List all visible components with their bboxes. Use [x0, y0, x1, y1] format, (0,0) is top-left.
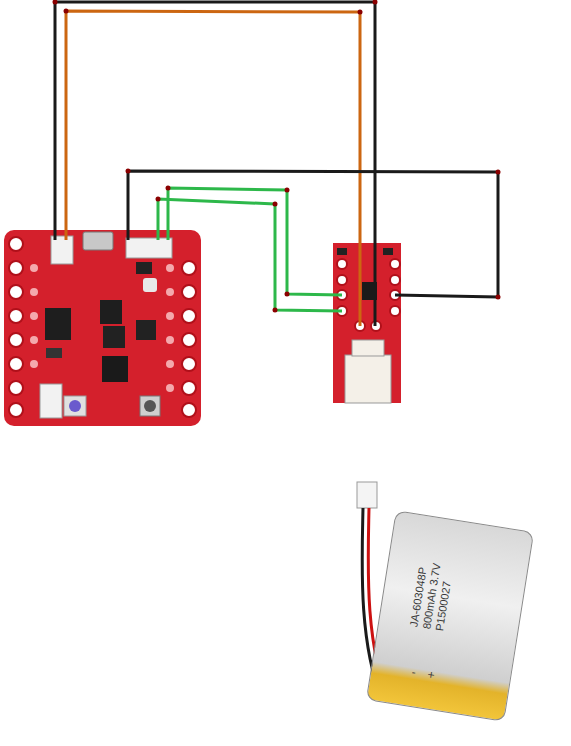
- battery-connector: [51, 236, 73, 264]
- charger-chip: [136, 320, 156, 340]
- board-pcb: [4, 230, 201, 426]
- battery-jst: [345, 355, 391, 403]
- wire-joints: [53, 0, 501, 313]
- button-cap: [144, 400, 156, 412]
- fuel-gauge-board: [333, 243, 401, 403]
- jst-connector: [40, 384, 62, 418]
- wires: [55, 2, 498, 326]
- clock-wire: [158, 199, 342, 311]
- battery-plug: [357, 482, 377, 508]
- breakout-pcb: [333, 243, 401, 403]
- controller-board: [4, 230, 201, 426]
- battery-pack: JA-603048P800mAh 3.7VP1500027 -+: [366, 510, 534, 722]
- small-chip: [136, 262, 152, 274]
- polarity-mark: -: [411, 666, 417, 679]
- button: [140, 396, 160, 416]
- flash-chip: [100, 300, 122, 324]
- i2c-connector: [126, 238, 172, 258]
- ground-wire: [55, 2, 375, 326]
- smd-part: [383, 248, 393, 255]
- smd-part: [337, 248, 347, 255]
- power-wire: [66, 11, 360, 326]
- board-pads: [9, 237, 196, 417]
- board-pad-rings: [30, 264, 174, 392]
- ground-wire: [128, 171, 498, 297]
- rgb-led: [64, 396, 86, 416]
- led-lens: [69, 400, 81, 412]
- crystal: [46, 348, 62, 358]
- usb-port: [83, 232, 113, 250]
- regulator-chip: [103, 326, 125, 348]
- jst-top: [352, 340, 384, 356]
- label-group: JA-603048P800mAh 3.7VP1500027: [407, 560, 456, 632]
- usb-chip: [45, 308, 71, 340]
- polarity-mark: +: [427, 668, 436, 682]
- sensor: [143, 278, 157, 292]
- breakout-holes: [337, 259, 400, 331]
- esp-chip: [102, 356, 128, 382]
